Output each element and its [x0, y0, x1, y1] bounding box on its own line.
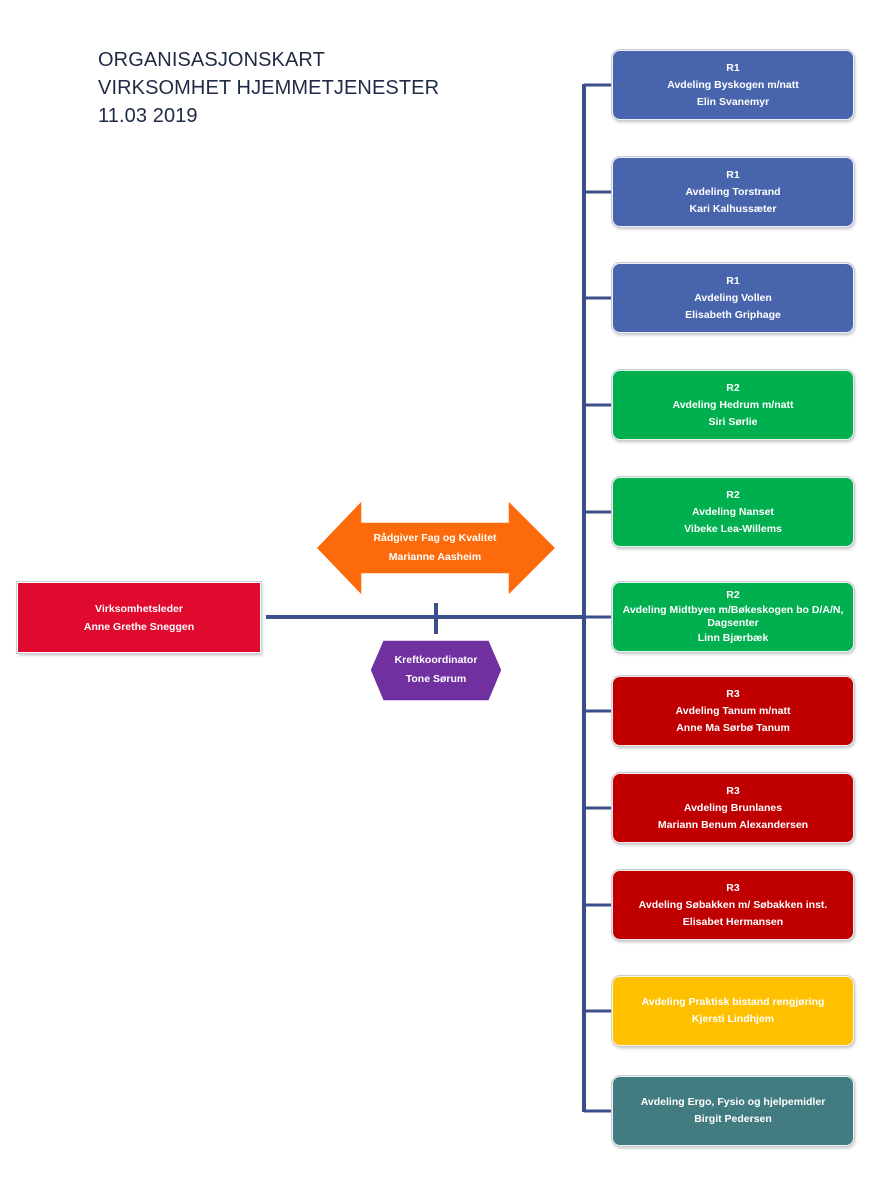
advisor-double-arrow [314, 498, 558, 598]
unit-dept: Avdeling Tanum m/natt [675, 704, 791, 717]
unit-manager: Birgit Pedersen [694, 1113, 772, 1125]
unit-region: R2 [726, 589, 740, 601]
unit-region: R2 [726, 488, 740, 501]
unit-box: Avdeling Ergo, Fysio og hjelpemidler Bir… [612, 1076, 854, 1146]
unit-region: R2 [726, 381, 740, 394]
unit-manager: Mariann Benum Alexandersen [657, 818, 809, 831]
advisor-role: Rådgiver Fag og Kvalitet [373, 532, 497, 544]
unit-box: R1 Avdeling Torstrand Kari Kalhussæter [612, 157, 854, 227]
title-line-1: ORGANISASJONSKART [98, 49, 325, 71]
unit-box: Avdeling Praktisk bistand rengjøring Kje… [612, 976, 854, 1046]
unit-dept: Avdeling Praktisk bistand rengjøring [641, 996, 825, 1008]
unit-dept: Avdeling Brunlanes [683, 801, 783, 814]
advisor-name: Marianne Aasheim [388, 551, 482, 563]
chart-title: ORGANISASJONSKART VIRKSOMHET HJEMMETJENE… [98, 46, 439, 130]
coordinator-role: Kreftkoordinator [394, 654, 478, 666]
unit-dept: Avdeling Torstrand [685, 185, 781, 198]
unit-region: R1 [726, 61, 740, 74]
title-line-3: 11.03 2019 [98, 105, 198, 127]
leader-box: Virksomhetsleder Anne Grethe Sneggen [17, 582, 261, 653]
leader-name: Anne Grethe Sneggen [83, 620, 195, 633]
unit-dept: Avdeling Vollen [694, 291, 772, 304]
title-line-2: VIRKSOMHET HJEMMETJENESTER [98, 77, 440, 99]
unit-box: R2 Avdeling Nanset Vibeke Lea-Willems [612, 477, 854, 547]
unit-dept: Avdeling Nanset [692, 505, 774, 518]
unit-manager: Elin Svanemyr [696, 95, 770, 108]
unit-branches [584, 83, 612, 1113]
coordinator-hexagon [369, 639, 503, 702]
advisor-label: Rådgiver Fag og Kvalitet Marianne Aashei… [362, 526, 508, 570]
coordinator-name: Tone Sørum [405, 673, 467, 685]
trunk-lines [266, 84, 586, 1112]
unit-manager: Vibeke Lea-Willems [684, 522, 782, 535]
unit-dept: Avdeling Søbakken m/ Søbakken inst. [638, 898, 828, 911]
unit-box: R2 Avdeling Hedrum m/natt Siri Sørlie [612, 370, 854, 440]
unit-manager: Siri Sørlie [708, 415, 758, 428]
unit-region: R1 [726, 274, 740, 287]
unit-dept: Avdeling Midtbyen m/Bøkeskogen bo D/A/N,… [622, 604, 844, 629]
unit-manager: Elisabet Hermansen [682, 915, 784, 928]
leader-role: Virksomhetsleder [95, 602, 183, 615]
unit-manager: Kjersti Lindhjem [691, 1013, 775, 1025]
unit-region: R3 [726, 881, 740, 894]
unit-dept: Avdeling Hedrum m/natt [672, 398, 794, 411]
unit-box: R1 Avdeling Vollen Elisabeth Griphage [612, 263, 854, 333]
unit-dept: Avdeling Byskogen m/natt [667, 78, 799, 91]
unit-dept: Avdeling Ergo, Fysio og hjelpemidler [640, 1096, 826, 1108]
unit-region: R3 [726, 784, 740, 797]
unit-manager: Elisabeth Griphage [685, 308, 781, 321]
unit-region: R1 [726, 168, 740, 181]
unit-manager: Anne Ma Sørbø Tanum [676, 721, 790, 734]
unit-box: R3 Avdeling Tanum m/natt Anne Ma Sørbø T… [612, 676, 854, 746]
unit-box: R3 Avdeling Søbakken m/ Søbakken inst. E… [612, 870, 854, 940]
unit-box: R1 Avdeling Byskogen m/natt Elin Svanemy… [612, 50, 854, 120]
unit-manager: Linn Bjærbæk [697, 632, 769, 644]
unit-region: R3 [726, 687, 740, 700]
unit-box: R2 Avdeling Midtbyen m/Bøkeskogen bo D/A… [612, 582, 854, 652]
unit-manager: Kari Kalhussæter [689, 202, 777, 215]
unit-box: R3 Avdeling Brunlanes Mariann Benum Alex… [612, 773, 854, 843]
coordinator-label: Kreftkoordinator Tone Sørum [380, 648, 492, 692]
